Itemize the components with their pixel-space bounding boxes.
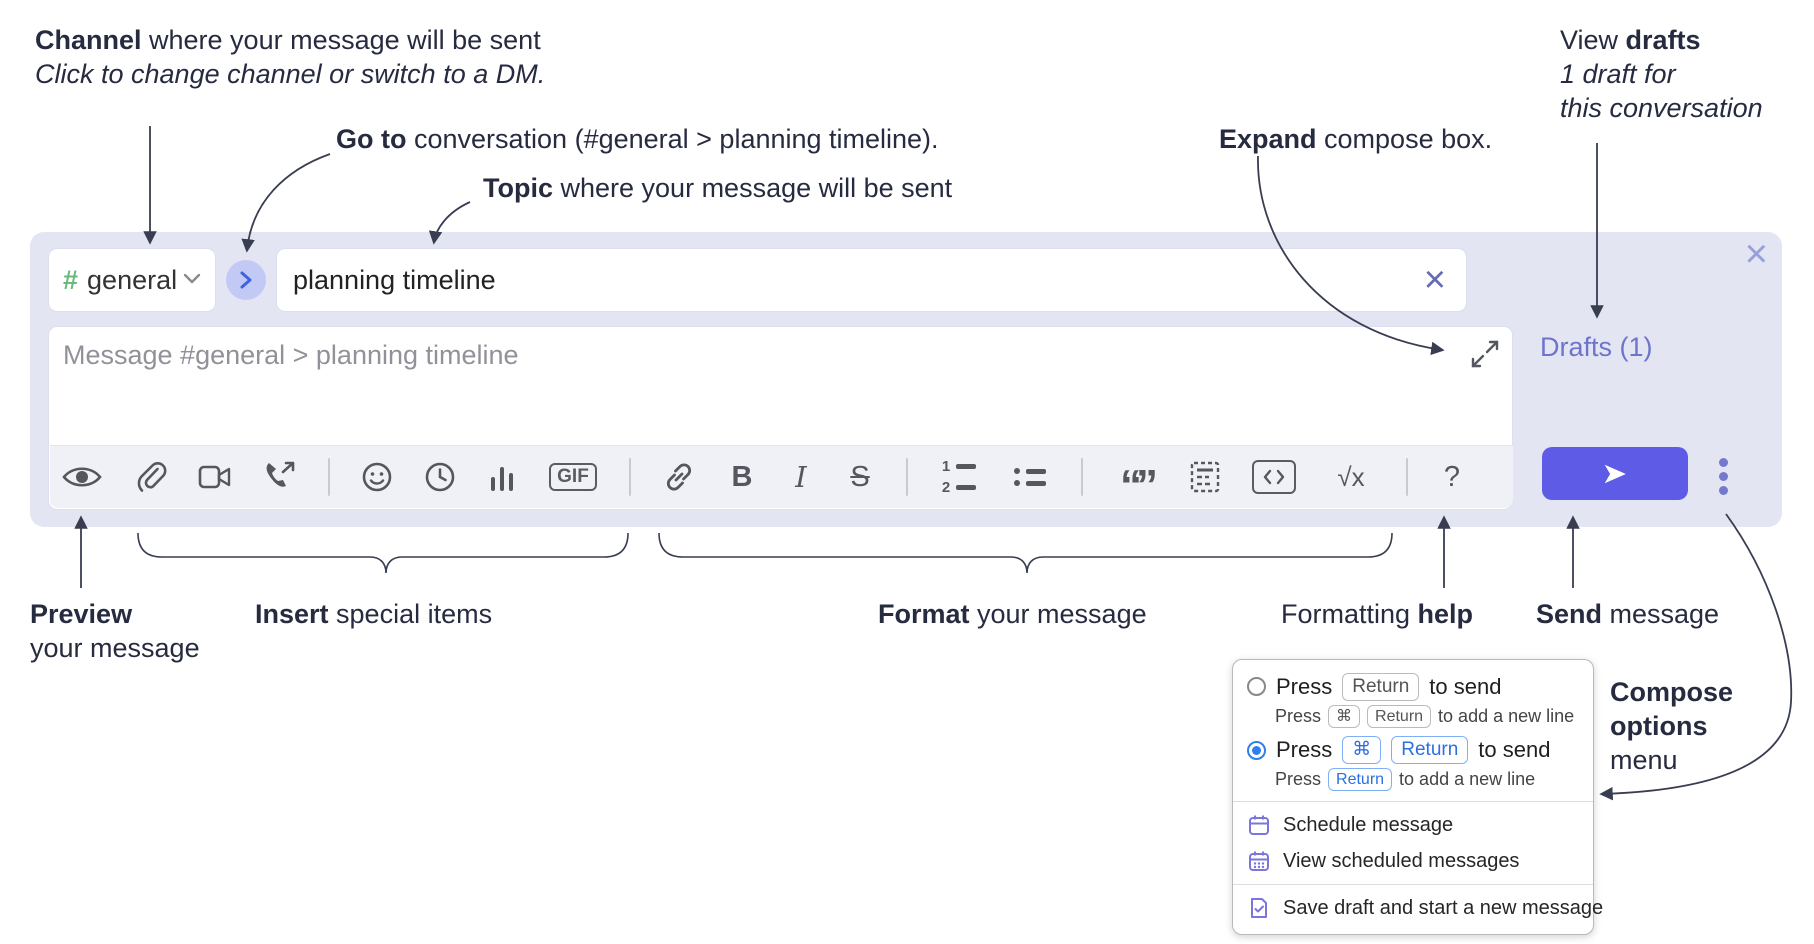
- paper-plane-icon: [1604, 464, 1626, 483]
- math-icon[interactable]: √x: [1337, 461, 1365, 492]
- toolbar-divider: [1081, 458, 1083, 496]
- formatting-toolbar: GIF B I S 1 2: [50, 445, 1513, 508]
- cmd-enter-sends-option-subtext: Press Return to add a new line: [1233, 767, 1593, 797]
- radio-selected[interactable]: [1247, 740, 1266, 760]
- annotation-topic: Topic where your message will be sent: [483, 173, 953, 203]
- go-to-conversation-button[interactable]: [226, 260, 266, 300]
- popup-divider: [1233, 801, 1593, 803]
- compose-options-menu-button[interactable]: [1716, 458, 1730, 495]
- clear-topic-icon[interactable]: ×: [1423, 259, 1446, 301]
- annotation-preview: Preview your message: [30, 599, 200, 663]
- chevron-down-icon: [183, 271, 201, 289]
- italic-icon[interactable]: I: [795, 460, 807, 494]
- link-icon[interactable]: [662, 460, 696, 494]
- calendar-icon: [1249, 815, 1269, 836]
- chevron-right-icon: [240, 271, 252, 289]
- close-compose-icon[interactable]: ×: [1744, 232, 1768, 276]
- view-scheduled-messages-item[interactable]: View scheduled messages: [1233, 843, 1593, 879]
- add-poll-icon[interactable]: [487, 461, 517, 493]
- voice-call-icon[interactable]: [263, 461, 297, 493]
- send-button[interactable]: [1542, 447, 1688, 500]
- save-draft-icon: [1251, 898, 1267, 919]
- annotation-formatting-help: Formatting help: [1281, 599, 1474, 629]
- annotation-insert: Insert special items: [255, 599, 493, 629]
- strikethrough-icon[interactable]: S: [850, 460, 870, 493]
- annotation-expand: Expand compose box.: [1219, 124, 1493, 154]
- enter-sends-option-subtext: Press ⌘ Return to add a new line: [1233, 704, 1593, 734]
- drafts-link[interactable]: Drafts (1): [1540, 332, 1653, 362]
- enter-sends-option[interactable]: Press Return to send: [1233, 670, 1593, 704]
- save-draft-item[interactable]: Save draft and start a new message: [1233, 890, 1603, 926]
- toolbar-divider: [1406, 458, 1408, 496]
- schedule-message-item[interactable]: Schedule message: [1233, 807, 1593, 843]
- brace-insert: [137, 532, 629, 574]
- compose-box: # general planning timeline × × Message …: [30, 232, 1782, 527]
- code-icon[interactable]: [1252, 460, 1296, 494]
- annotation-send: Send message: [1536, 599, 1720, 629]
- toolbar-divider: [629, 458, 631, 496]
- radio-unselected[interactable]: [1247, 677, 1266, 697]
- channel-hash-icon: #: [63, 264, 79, 295]
- numbered-list-icon[interactable]: 1 2: [939, 459, 979, 495]
- spoiler-icon[interactable]: [1189, 460, 1221, 494]
- annotation-channel: Channel where your message will be sent …: [35, 25, 546, 89]
- calendar-list-icon: [1249, 851, 1269, 872]
- message-formatting-help-icon[interactable]: ?: [1443, 460, 1461, 493]
- channel-selector[interactable]: # general: [48, 248, 216, 312]
- brace-format: [658, 532, 1393, 574]
- topic-input[interactable]: planning timeline ×: [276, 248, 1467, 312]
- annotation-compose-options: Compose options menu: [1610, 677, 1734, 775]
- annotation-view-drafts: View drafts 1 draft for this conversatio…: [1560, 25, 1763, 123]
- message-input-area[interactable]: Message #general > planning timeline: [48, 326, 1513, 510]
- toolbar-divider: [906, 458, 908, 496]
- channel-name: general: [87, 264, 178, 295]
- attach-file-icon[interactable]: [135, 460, 167, 494]
- topic-value: planning timeline: [293, 264, 496, 295]
- add-global-time-icon[interactable]: [424, 461, 456, 493]
- emoji-icon[interactable]: [361, 461, 393, 493]
- annotation-goto: Go to conversation (#general > planning …: [336, 124, 939, 154]
- video-call-icon[interactable]: [198, 464, 232, 490]
- compose-options-popup: Press Return to send Press ⌘ Return to a…: [1232, 659, 1603, 936]
- bulleted-list-icon[interactable]: [1010, 468, 1050, 486]
- add-gif-icon[interactable]: GIF: [548, 463, 598, 491]
- popup-divider: [1233, 884, 1593, 886]
- expand-compose-icon[interactable]: [1470, 339, 1500, 369]
- toolbar-divider: [328, 458, 330, 496]
- bold-icon[interactable]: B: [731, 460, 753, 493]
- message-placeholder: Message #general > planning timeline: [63, 340, 519, 370]
- preview-icon[interactable]: [60, 462, 104, 492]
- annotation-format: Format your message: [878, 599, 1147, 629]
- cmd-enter-sends-option[interactable]: Press ⌘ Return to send: [1233, 733, 1593, 767]
